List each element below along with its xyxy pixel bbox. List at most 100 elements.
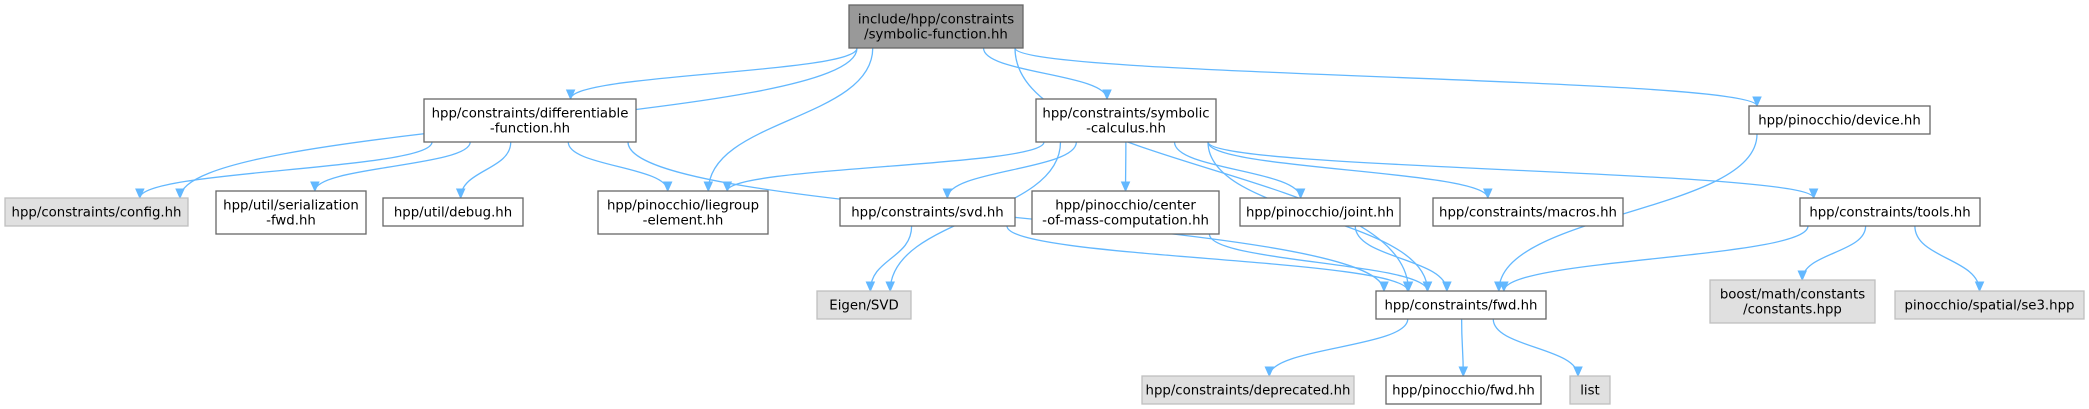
node-box [1709,279,1876,324]
edge-line [1014,47,1758,107]
node-difffunc[interactable]: hpp/constraints/differentiable-function.… [423,98,637,143]
node-boostconst[interactable]: boost/math/constants/constants.hpp [1709,279,1876,324]
node-config[interactable]: hpp/constraints/config.hh [4,197,189,227]
node-label: hpp/pinocchio/device.hh [1758,114,1921,129]
node-se3[interactable]: pinocchio/spatial/se3.hpp [1894,290,2085,320]
node-box [1748,105,1931,135]
node-com[interactable]: hpp/pinocchio/center-of-mass-computation… [1031,190,1220,235]
node-box [1375,290,1547,320]
edge-arrowhead [1808,188,1819,200]
edge-line [569,47,858,100]
node-label: Eigen/SVD [829,299,898,314]
edge-arrowhead [455,188,466,200]
node-debug[interactable]: hpp/util/debug.hh [382,197,524,227]
edge-root-to-difffunc [565,47,858,101]
node-box [1035,98,1217,143]
node-liegroup[interactable]: hpp/pinocchio/liegroup-element.hh [597,190,769,235]
edge-arrowhead [942,188,953,200]
edge-difffunc-to-serialization [310,141,471,193]
node-eigensvd[interactable]: Eigen/SVD [816,290,912,320]
edge-arrowhead [1422,281,1433,293]
node-label: hpp/util/debug.hh [394,206,512,221]
edge-root-to-fwd [1014,47,1414,293]
node-label: hpp/constraints/differentiable [432,107,629,122]
edge-arrowhead [885,281,895,293]
node-serialization[interactable]: hpp/util/serialization-fwd.hh [215,190,367,235]
node-label: boost/math/constants [1720,288,1865,303]
edge-line [1492,318,1579,377]
node-pinfwd[interactable]: hpp/pinocchio/fwd.hh [1385,375,1542,405]
node-label: -element.hh [643,214,724,229]
node-label: hpp/constraints/svd.hh [851,206,1003,221]
edge-arrowhead [703,181,714,193]
edge-svd-to-fwd [1006,225,1413,293]
edge-arrowhead [1458,366,1469,378]
edge-arrowhead [1974,281,1985,293]
edge-svd-to-eigensvd [865,225,913,293]
node-tools[interactable]: hpp/constraints/tools.hh [1799,197,1981,227]
edge-difffunc-to-liegroup [567,141,673,193]
edge-line [946,141,1078,199]
edge-arrowhead [1379,281,1389,293]
node-box [1031,190,1220,235]
edge-line [139,141,433,199]
edge-line [567,141,669,192]
edge-arrowhead [865,281,876,293]
node-box [1894,290,2085,320]
edge-difffunc-to-debug [455,141,512,200]
edge-line [314,141,471,192]
edge-symcalc-to-com [1120,141,1131,193]
edge-arrowhead [175,188,185,200]
node-box [597,190,769,235]
dependency-nodes: include/hpp/constraints/symbolic-functio… [4,4,2085,405]
edge-arrowhead [1264,366,1275,378]
node-svd[interactable]: hpp/constraints/svd.hh [839,197,1016,227]
edge-symcalc-to-svd [942,141,1078,200]
node-macros[interactable]: hpp/constraints/macros.hh [1432,197,1624,227]
edge-line [1006,225,1409,292]
edge-arrowhead [662,181,673,193]
node-device[interactable]: hpp/pinocchio/device.hh [1748,105,1931,135]
node-label: hpp/pinocchio/liegroup [607,199,759,214]
edge-line [1801,225,1867,281]
node-label: hpp/pinocchio/joint.hh [1246,206,1394,221]
node-deprecated[interactable]: hpp/constraints/deprecated.hh [1141,375,1355,405]
node-joint[interactable]: hpp/pinocchio/joint.hh [1239,197,1401,227]
node-label: hpp/constraints/config.hh [12,206,182,221]
edge-root-to-symcalc [982,47,1112,101]
edge-joint-to-fwd [1354,225,1452,293]
edge-line [1207,141,1489,199]
node-box [839,197,1016,227]
edge-com-to-fwd [1208,233,1433,293]
edge-line [726,141,1045,192]
edge-arrowhead [310,181,320,193]
edge-arrowhead [1402,281,1413,293]
edge-fwd-to-deprecated [1264,318,1409,378]
edge-arrowhead [1499,281,1509,293]
node-root[interactable]: include/hpp/constraints/symbolic-functio… [848,4,1024,49]
edge-root-to-device [1014,47,1762,108]
node-box [1239,197,1401,227]
edge-symcalc-to-tools [1207,141,1819,200]
node-fwd[interactable]: hpp/constraints/fwd.hh [1375,290,1547,320]
node-box [215,190,367,235]
edge-arrowhead [1797,270,1808,282]
node-box [1385,375,1542,405]
edge-fwd-to-list [1492,318,1583,378]
edge-line [1173,141,1302,199]
node-label: hpp/constraints/deprecated.hh [1146,384,1351,399]
edge-arrowhead [1120,181,1131,193]
node-symcalc[interactable]: hpp/constraints/symbolic-calculus.hh [1035,98,1217,143]
edge-line [1268,318,1409,377]
node-list[interactable]: list [1569,375,1611,405]
edge-line [1354,225,1448,292]
edge-arrowhead [1752,96,1762,108]
edge-difffunc-to-config [135,141,433,200]
edge-arrowhead [1295,188,1306,200]
edge-arrowhead [565,89,576,101]
edge-line [1498,133,1758,292]
node-label: list [1580,384,1600,399]
edge-arrowhead [1573,366,1583,378]
edge-arrowhead [1442,281,1452,293]
